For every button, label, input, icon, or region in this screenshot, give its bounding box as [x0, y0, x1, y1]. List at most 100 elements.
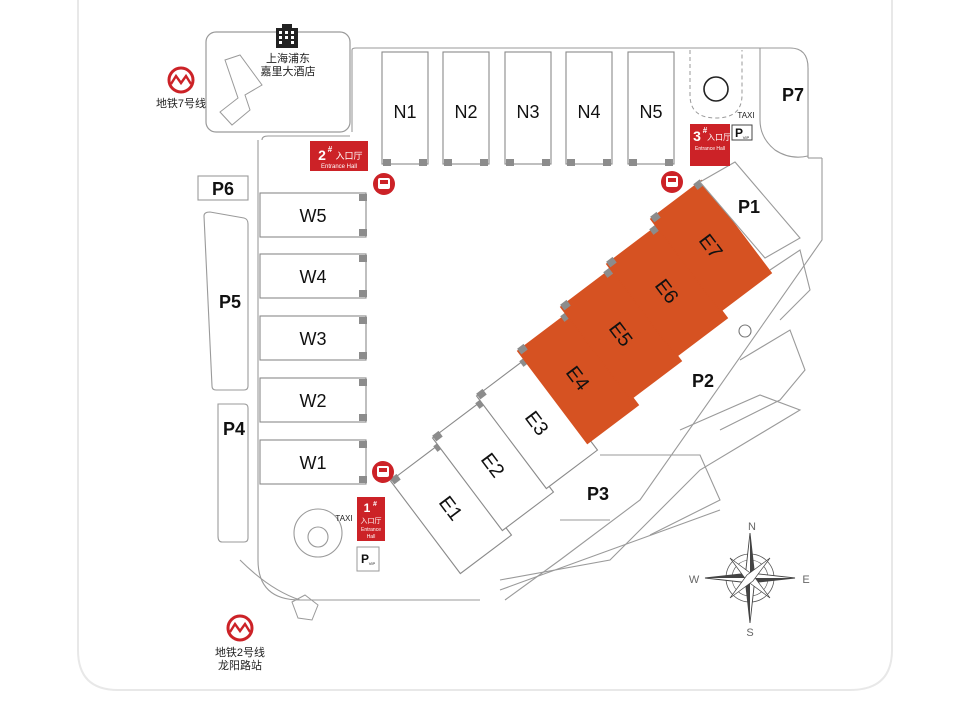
hall-door	[606, 256, 617, 268]
parking-p6-box	[197, 175, 249, 201]
parking-p7-area	[759, 47, 809, 158]
hall-label: N2	[454, 102, 477, 122]
hall-door	[560, 299, 571, 311]
parking-p1-area	[699, 161, 801, 259]
bus-stop-icon	[661, 171, 683, 193]
hall-door	[444, 159, 452, 166]
vip-parking-ne-sub: VIP	[743, 135, 750, 140]
hall-door	[359, 476, 367, 483]
hall-label: W4	[300, 267, 327, 287]
hall-label: W2	[300, 391, 327, 411]
compass-w: W	[689, 574, 700, 586]
taxi-ne-label: TAXI	[737, 111, 754, 120]
hall-door	[359, 255, 367, 262]
parking-p5-label: P5	[219, 292, 241, 312]
hall-n5[interactable]: N5	[627, 51, 675, 166]
hall-w4[interactable]: W4	[259, 253, 367, 299]
entrance-1-en-line1: Entrance	[361, 527, 381, 533]
hotel-outline-shape	[219, 54, 263, 126]
hall-door	[419, 159, 427, 166]
hall-door	[517, 343, 528, 355]
hall-label: N5	[639, 102, 662, 122]
entrance-2-cn: 入口厅	[335, 151, 362, 161]
taxi-sw-label: TAXI	[335, 514, 352, 523]
vip-parking-sw-p: P	[361, 552, 369, 566]
roundabout-sw-inner	[307, 526, 329, 548]
hall-w3[interactable]: W3	[259, 315, 367, 361]
entrance-2-number: 2	[318, 147, 326, 163]
metro-line2-label: 地铁2号线	[215, 645, 265, 659]
parking-p4-area	[217, 403, 249, 543]
parking-p1-label: P1	[738, 197, 760, 217]
hall-e4[interactable]: E4	[516, 311, 640, 445]
hall-n3[interactable]: N3	[504, 51, 552, 166]
hall-door	[359, 194, 367, 201]
vip-parking-sw-box	[356, 546, 380, 572]
hall-door	[650, 211, 661, 223]
north-halls: N1 N2 N3 N4 N5	[381, 51, 675, 166]
metro-station-label: 龙阳路站	[218, 658, 262, 672]
hall-label: W5	[300, 206, 327, 226]
compass-e: E	[802, 574, 809, 586]
hall-w2[interactable]: W2	[259, 377, 367, 423]
roads	[239, 47, 823, 601]
compass-n: N	[748, 521, 756, 533]
metro-line7-label: 地铁7号线	[156, 96, 206, 110]
parking-p6-label: P6	[212, 179, 234, 199]
hall-door	[359, 317, 367, 324]
roundabout-east	[738, 324, 752, 338]
entrance-3-cn: 入口厅	[707, 133, 731, 142]
hall-door	[359, 441, 367, 448]
hall-label: N3	[516, 102, 539, 122]
entrance-hall-2[interactable]: 2 # 入口厅 Entrance Hall	[310, 141, 368, 171]
hall-label: W1	[300, 453, 327, 473]
roundabout-ne	[703, 76, 729, 102]
hall-e1[interactable]: E1	[389, 441, 513, 575]
hotel-name-line2: 嘉里大酒店	[261, 64, 316, 78]
entrance-1-sup: #	[373, 501, 377, 508]
hall-door	[390, 473, 401, 485]
hall-door	[359, 229, 367, 236]
metro-logo-line7-icon	[167, 66, 195, 94]
hall-w5[interactable]: W5	[259, 192, 367, 238]
hall-door	[480, 159, 488, 166]
hall-label: N4	[577, 102, 600, 122]
hall-label: W3	[300, 329, 327, 349]
entrance-1-en-line2: Hall	[367, 534, 376, 540]
hotel-building-icon	[276, 24, 298, 48]
hall-e2[interactable]: E2	[431, 398, 555, 532]
hall-door	[567, 159, 575, 166]
parking-p4-label: P4	[223, 419, 245, 439]
hall-label: N1	[393, 102, 416, 122]
bus-stop-icon	[372, 461, 394, 483]
hall-n4[interactable]: N4	[565, 51, 613, 166]
entrance-hall-1[interactable]: 1 # 入口厅 Entrance Hall	[357, 497, 385, 541]
vip-parking-sw-sub: VIP	[369, 561, 376, 566]
entrance-3-sup: #	[703, 126, 708, 135]
hall-door	[603, 159, 611, 166]
roundabout-sw-outer	[293, 508, 343, 558]
entrance-2-sup: #	[328, 145, 333, 154]
small-building-sw	[291, 594, 319, 621]
taxi-loop-ne	[689, 50, 743, 119]
hall-door	[542, 159, 550, 166]
hall-w1[interactable]: W1	[259, 439, 367, 485]
compass-rose-icon: N S E W	[689, 521, 810, 639]
map-frame	[77, 0, 893, 691]
parking-p7-label: P7	[782, 85, 804, 105]
hall-e7[interactable]: E7	[649, 179, 773, 313]
hall-e6[interactable]: E6	[605, 224, 729, 358]
hall-door	[476, 388, 487, 400]
hall-door	[359, 414, 367, 421]
hall-door	[629, 159, 637, 166]
hall-n2[interactable]: N2	[442, 51, 490, 166]
entrance-3-en: Entrance Hall	[695, 146, 725, 152]
vip-parking-ne-box	[731, 124, 753, 141]
entrance-hall-3[interactable]: 3 # 入口厅 Entrance Hall	[690, 124, 731, 166]
hall-n1[interactable]: N1	[381, 51, 429, 166]
bus-stop-icon	[373, 173, 395, 195]
compass-s: S	[746, 627, 753, 639]
